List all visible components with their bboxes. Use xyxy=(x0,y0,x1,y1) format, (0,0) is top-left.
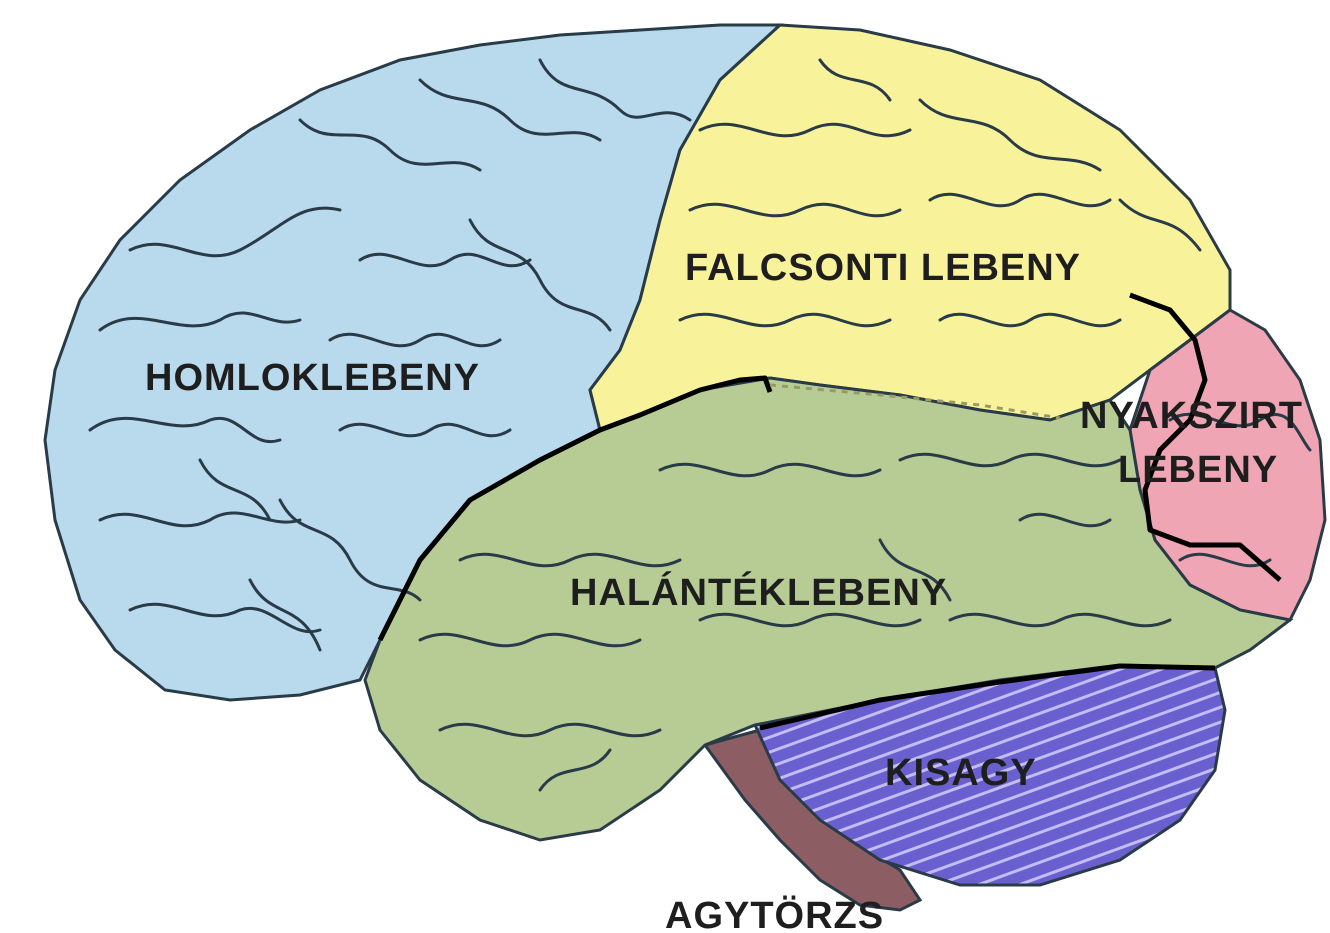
label-temporal-lobe: HALÁNTÉKLEBENY xyxy=(570,570,947,614)
label-parietal-lobe: FALCSONTI LEBENY xyxy=(685,247,1081,289)
label-brainstem: AGYTÖRZS xyxy=(665,894,884,933)
label-occipital-lobe-line1: NYAKSZIRT xyxy=(1080,395,1303,437)
label-frontal-lobe: HOMLOKLEBENY xyxy=(145,357,480,399)
label-occipital-lobe-line2: LEBENY xyxy=(1118,449,1278,491)
label-cerebellum: KISAGY xyxy=(885,752,1037,794)
